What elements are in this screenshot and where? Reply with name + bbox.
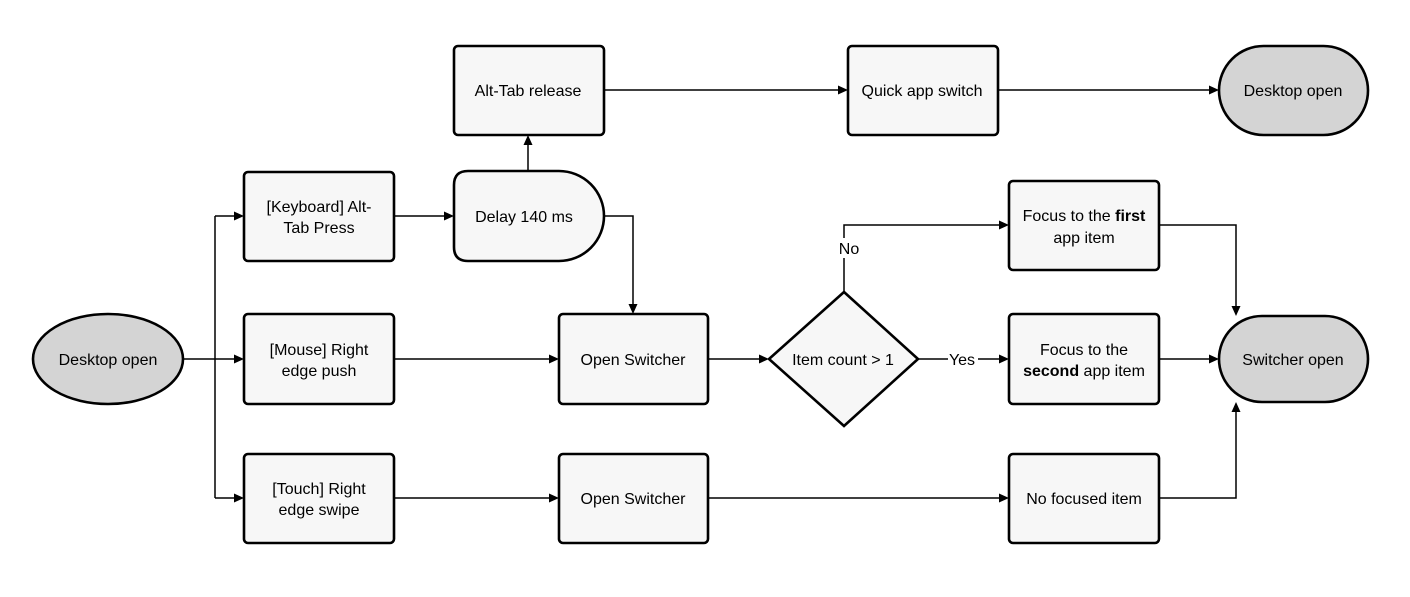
node-focus-second: Focus to the second app item (1007, 312, 1161, 406)
arrowhead-switcher-open-left (1209, 354, 1219, 364)
node-no-focused-item: No focused item (1007, 452, 1161, 545)
edge-focus-first-to-switcher-open (1159, 224, 1237, 308)
node-label: Open Switcher (581, 491, 687, 508)
arrowhead-touch (234, 493, 244, 503)
node-mouse-right-edge-push: [Mouse] Right edge push (242, 312, 396, 406)
arrowhead-switcher-open-top (1231, 306, 1241, 316)
node-desktop-open-start: Desktop open (31, 312, 185, 406)
node-label-line1: Focus to the first (1023, 208, 1146, 225)
edge-label-yes: Yes (949, 352, 975, 369)
edge-label-no: No (839, 241, 860, 258)
node-quick-app-switch: Quick app switch (846, 44, 1000, 137)
edges (184, 85, 1241, 503)
process-shape (242, 170, 396, 263)
terminal-shape (1217, 314, 1370, 404)
edge-nofocus-to-switcher-open (1159, 410, 1237, 499)
process-shape (242, 312, 396, 406)
node-label-line1: [Keyboard] Alt- (267, 199, 372, 216)
process-shape (557, 312, 710, 406)
node-label-line2: Tab Press (283, 220, 354, 237)
focus-second-text: app item (1079, 363, 1145, 380)
node-touch-right-edge-swipe: [Touch] Right edge swipe (242, 452, 396, 545)
node-alt-tab-release: Alt-Tab release (452, 44, 606, 137)
arrowhead-switcher-from-mouse (549, 354, 559, 364)
process-shape (452, 44, 606, 137)
terminal-shape (1217, 44, 1370, 137)
process-shape (1007, 452, 1161, 545)
focus-second-bold: second (1023, 363, 1079, 380)
arrowhead-desktop-end (1209, 85, 1219, 95)
node-delay: Delay 140 ms (452, 169, 606, 263)
node-label: Desktop open (59, 352, 158, 369)
node-switcher-open: Switcher open (1217, 314, 1370, 404)
edge-decision-no (843, 224, 1001, 292)
arrowhead-nofocus (999, 493, 1009, 503)
arrowhead-decision (759, 354, 769, 364)
arrowhead-focus-first (999, 220, 1009, 230)
node-desktop-open-end: Desktop open (1217, 44, 1370, 137)
arrowhead-delay (444, 211, 454, 221)
node-label: Item count > 1 (792, 352, 894, 369)
node-label: No focused item (1026, 491, 1142, 508)
node-label: Alt-Tab release (475, 83, 582, 100)
arrowhead-switcher-open-bottom (1231, 402, 1241, 412)
process-shape (242, 452, 396, 545)
arrowhead-focus-second (999, 354, 1009, 364)
arrowhead-mouse (234, 354, 244, 364)
process-shape (846, 44, 1000, 137)
focus-first-text: Focus to the (1023, 208, 1116, 225)
process-shape (557, 452, 710, 545)
node-open-switcher-touch: Open Switcher (557, 452, 710, 545)
node-label-line2: edge swipe (279, 502, 360, 519)
node-label: Switcher open (1242, 352, 1343, 369)
node-open-switcher-main: Open Switcher (557, 312, 710, 406)
yes-label-bg (948, 350, 978, 368)
arrowhead-quickswitch (838, 85, 848, 95)
node-label-line1: [Mouse] Right (270, 342, 369, 359)
node-label-line2: edge push (282, 363, 357, 380)
terminal-shape (31, 312, 185, 406)
decision-shape (767, 290, 920, 428)
arrowhead-release (523, 135, 533, 145)
no-label-bg (836, 238, 864, 258)
process-shape (1007, 179, 1161, 272)
node-label-line2: second app item (1023, 363, 1145, 380)
edge-delay-to-switcher (604, 215, 634, 306)
focus-first-bold: first (1115, 208, 1146, 225)
node-label-line1: Focus to the (1040, 342, 1128, 359)
delay-shape (452, 169, 606, 263)
node-label-line1: [Touch] Right (272, 481, 366, 498)
node-label: Open Switcher (581, 352, 687, 369)
node-label: Quick app switch (862, 83, 983, 100)
arrowhead-keyboard (234, 211, 244, 221)
process-shape (1007, 312, 1161, 406)
node-label: Desktop open (1244, 83, 1343, 100)
node-label-line2: app item (1053, 230, 1114, 247)
node-item-count-decision: Item count > 1 (767, 290, 920, 428)
arrowhead-switcher-from-touch (549, 493, 559, 503)
arrowhead-switcher-from-delay (628, 304, 638, 314)
node-keyboard-alt-tab-press: [Keyboard] Alt- Tab Press (242, 170, 396, 263)
node-label: Delay 140 ms (475, 209, 573, 226)
node-focus-first: Focus to the first app item (1007, 179, 1161, 272)
